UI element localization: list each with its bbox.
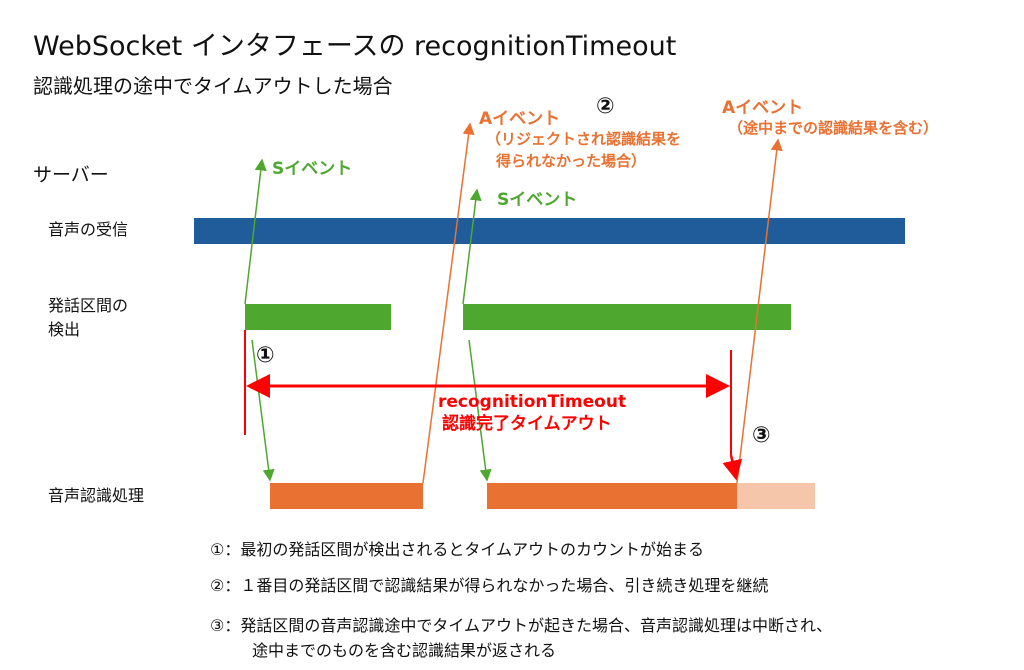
lane-detect-line1: 発話区間の [48,296,129,315]
recog-start-arrow-1 [251,339,275,482]
a-event-detail-2: （途中までの認識結果を含む） [728,119,939,137]
timeout-label: recognitionTimeout [438,392,627,412]
s-event-arrow-1 [244,158,267,305]
timeout-abort-arrow [722,454,743,481]
marker-1: ① [256,343,275,368]
recog-start-arrow-2 [468,339,492,482]
page-title: WebSocket インタフェースの recognitionTimeout [33,31,677,62]
lane-detect-line2: 検出 [48,320,81,339]
speech-segment-bar-2 [463,304,791,330]
timeout-label-jp: 認識完了タイムアウト [442,414,612,434]
recognition-bar-2 [487,483,737,509]
s-event-label-2: Sイベント [497,190,578,210]
a-event-label-1: Aイベント [479,109,561,129]
audio-receive-bar [194,218,905,244]
a-event-label-2: Aイベント [722,98,804,118]
a-event-arrow-2 [736,138,783,484]
speech-segment-bar-1 [245,304,391,330]
lane-server: サーバー [33,164,109,186]
a-event-arrow-1 [422,122,475,484]
recognition-bar-1 [270,483,423,509]
s-event-label-1: Sイベント [272,159,353,179]
note-2: ②：１番目の発話区間で認識結果が得られなかった場合、引き続き処理を継続 [210,576,769,595]
lane-recognition: 音声認識処理 [48,486,145,505]
marker-2: ② [596,94,615,119]
note-3: ③：発話区間の音声認識途中でタイムアウトが起きた場合、音声認識処理は中断され、 [210,616,833,635]
a-event-detail-1b: 得られなかった場合） [496,152,647,170]
page-subtitle: 認識処理の途中でタイムアウトした場合 [33,74,393,98]
marker-3: ③ [752,423,771,448]
a-event-detail-1a: （リジェクトされ認識結果を [486,130,682,148]
note-1: ①：最初の発話区間が検出されるとタイムアウトのカウントが始まる [210,540,705,559]
recognition-bar-aborted [737,483,815,509]
lane-audio: 音声の受信 [48,220,129,239]
s-event-arrow-2 [462,188,482,305]
note-3-cont: 途中までのものを含む認識結果が返される [252,641,557,660]
